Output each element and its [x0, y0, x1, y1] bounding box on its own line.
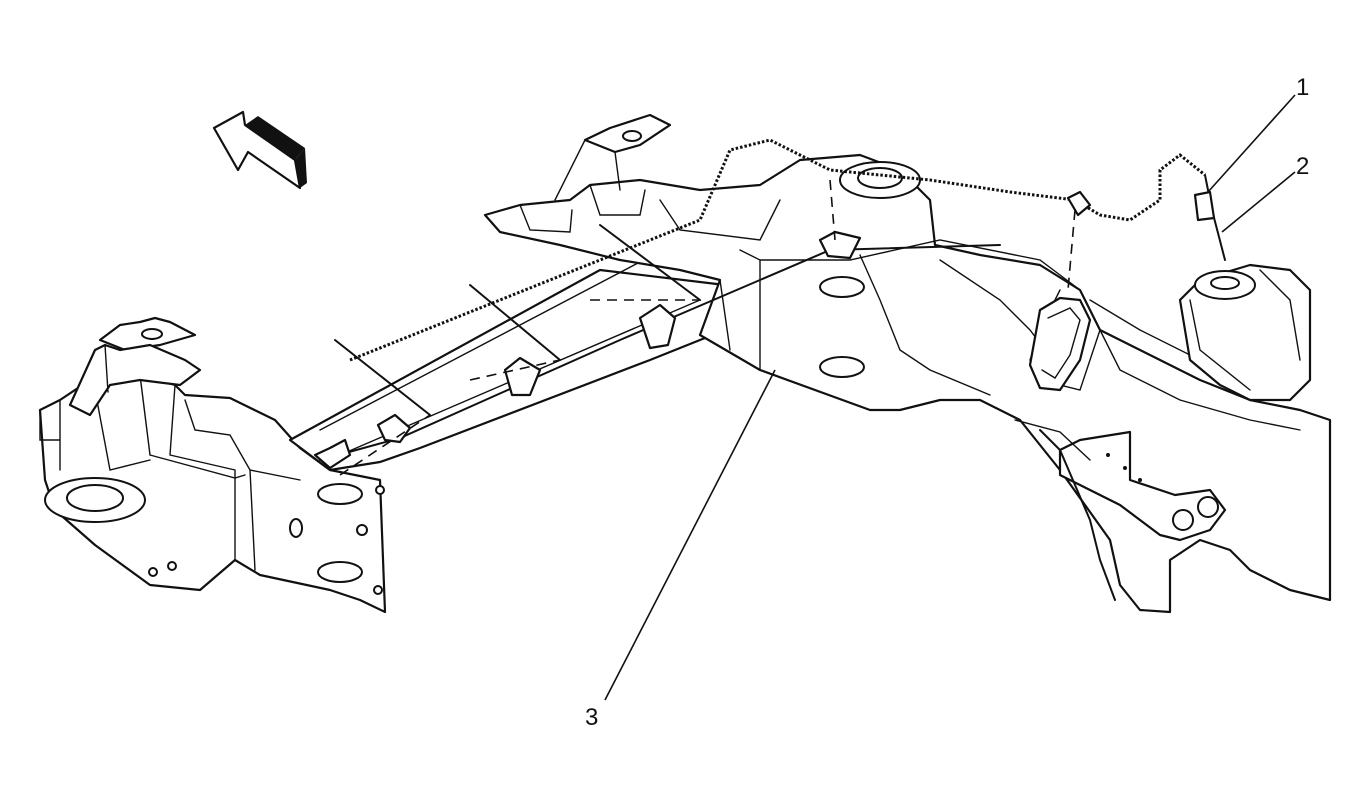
callout-1: 1	[1207, 74, 1309, 193]
left-mount-bracket	[39, 316, 202, 441]
cross-tube	[288, 261, 727, 472]
callout-label: 2	[1296, 153, 1309, 180]
callout-label: 1	[1296, 74, 1309, 101]
right-frame-rail	[483, 153, 1332, 614]
rear-mount	[1178, 263, 1312, 402]
arrow-up-left-icon	[212, 110, 307, 190]
callout-3: 3	[585, 369, 776, 731]
callout-label: 3	[585, 704, 598, 731]
upper-mount-bracket	[554, 113, 672, 201]
callout-2: 2	[1221, 153, 1309, 233]
guide-lines	[334, 179, 1076, 476]
cable-clip	[313, 190, 1216, 470]
left-frame-rail	[38, 373, 387, 614]
lower-right-bracket	[1014, 419, 1227, 542]
brake-cable	[319, 138, 1226, 601]
